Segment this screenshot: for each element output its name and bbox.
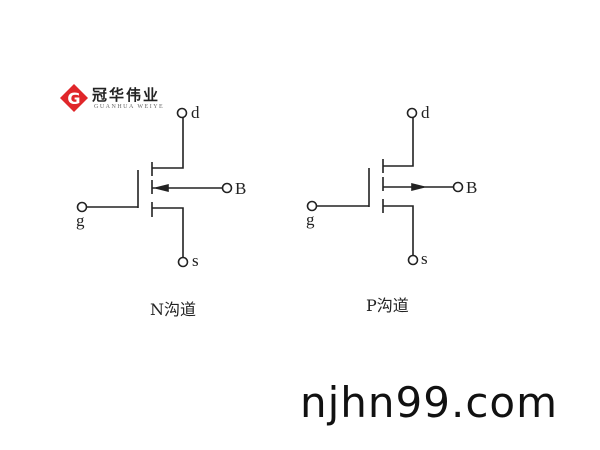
logo-name-en: GUANHUA WEIYE bbox=[94, 104, 165, 110]
p-body-label: B bbox=[466, 178, 478, 197]
logo-mark: G bbox=[60, 84, 88, 112]
p-source-label: s bbox=[421, 249, 428, 268]
svg-text:G: G bbox=[67, 89, 80, 108]
logo-name-cn: 冠华伟业 bbox=[92, 86, 161, 104]
n-channel-mosfet bbox=[76, 107, 233, 268]
n-drain-label: d bbox=[191, 103, 200, 122]
n-source-label: s bbox=[192, 251, 199, 270]
p-channel-mosfet bbox=[306, 107, 464, 266]
n-body-label: B bbox=[235, 179, 247, 198]
n-channel-caption: N沟道 bbox=[150, 300, 197, 319]
p-gate-label: g bbox=[306, 210, 315, 229]
watermark: njhn99.com bbox=[300, 378, 559, 427]
p-drain-label: d bbox=[421, 103, 430, 122]
n-gate-label: g bbox=[76, 211, 85, 230]
p-channel-caption: P沟道 bbox=[366, 296, 409, 315]
